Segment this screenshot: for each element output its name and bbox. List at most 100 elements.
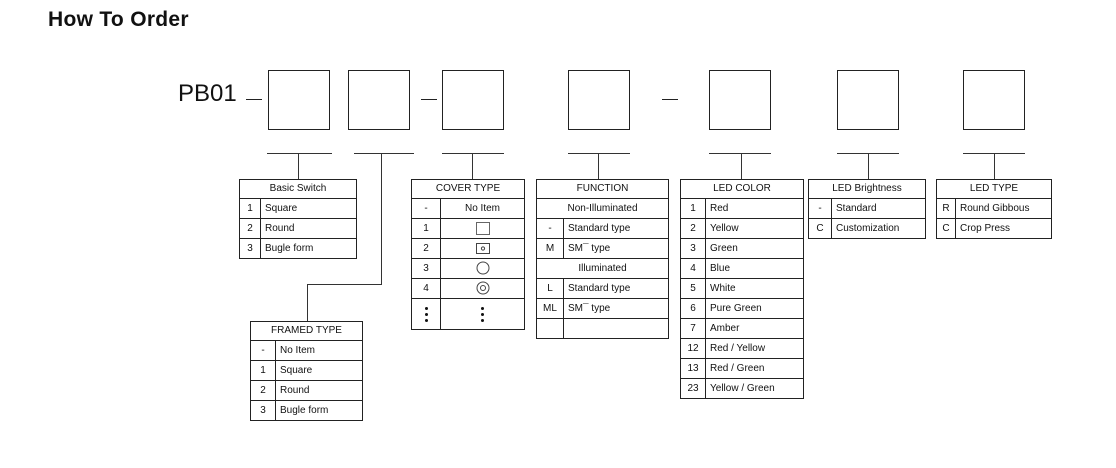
code-box-led-brightness — [837, 70, 899, 130]
option-code: 13 — [680, 358, 706, 379]
option-code: 3 — [239, 238, 261, 259]
led-color-header: LED COLOR — [680, 179, 804, 199]
bracket-function — [568, 153, 630, 154]
connector-led-color — [741, 153, 742, 180]
option-code: 3 — [680, 238, 706, 259]
option-label: Bugle form — [260, 238, 357, 259]
connector-framed-type-b — [307, 284, 382, 285]
vertical-ellipsis-icon — [481, 304, 485, 325]
section-title-illuminated: Illuminated — [536, 258, 669, 279]
option-code: C — [936, 218, 956, 239]
round-cover-icon — [476, 261, 489, 275]
option-label: Round — [260, 218, 357, 239]
option-label: Green — [705, 238, 804, 259]
option-label: Crop Press — [955, 218, 1052, 239]
option-label: Customization — [831, 218, 926, 239]
connector-basic-switch — [298, 153, 299, 180]
option-label: Round Gibbous — [955, 198, 1052, 219]
option-code: 7 — [680, 318, 706, 339]
table-row: -No Item — [411, 198, 525, 219]
option-label: Yellow / Green — [705, 378, 804, 399]
cover-type-table: COVER TYPE -No Item 1 2 3 4 — [411, 179, 525, 330]
led-type-header: LED TYPE — [936, 179, 1052, 199]
option-label: White — [705, 278, 804, 299]
table-row: -Standard — [808, 198, 926, 219]
option-label: Square — [275, 360, 363, 381]
dash-separator-1 — [421, 99, 437, 100]
option-code: 1 — [411, 218, 441, 239]
option-code: L — [536, 278, 564, 299]
option-code: 2 — [411, 238, 441, 259]
table-row: 3 — [411, 258, 525, 279]
table-row: 4 — [411, 278, 525, 299]
option-code: 23 — [680, 378, 706, 399]
connector-led-brightness — [868, 153, 869, 180]
basic-switch-header: Basic Switch — [239, 179, 357, 199]
option-code: - — [250, 340, 276, 361]
option-label: Standard — [831, 198, 926, 219]
section-row: Illuminated — [536, 258, 669, 279]
option-code: 1 — [680, 198, 706, 219]
dash-separator-2 — [662, 99, 678, 100]
code-box-function — [568, 70, 630, 130]
option-code: 6 — [680, 298, 706, 319]
option-code: - — [536, 218, 564, 239]
option-code: 1 — [250, 360, 276, 381]
option-code: 5 — [680, 278, 706, 299]
option-code: 1 — [239, 198, 261, 219]
table-row: 1 — [411, 218, 525, 239]
table-row: -Standard type — [536, 218, 669, 239]
function-table: FUNCTION Non-Illuminated -Standard type … — [536, 179, 669, 339]
code-box-basic-switch — [268, 70, 330, 130]
code-box-led-color — [709, 70, 771, 130]
option-code: - — [808, 198, 832, 219]
option-code: 2 — [239, 218, 261, 239]
vertical-ellipsis-icon — [424, 304, 428, 325]
page-title: How To Order — [48, 8, 189, 31]
connector-framed-type-c — [307, 284, 308, 322]
option-code: ML — [536, 298, 564, 319]
dash-prefix — [246, 99, 262, 100]
table-row — [411, 298, 525, 330]
option-code: R — [936, 198, 956, 219]
option-label: Standard type — [563, 218, 669, 239]
option-code: 12 — [680, 338, 706, 359]
code-box-led-type — [963, 70, 1025, 130]
option-label: Blue — [705, 258, 804, 279]
cover-type-header: COVER TYPE — [411, 179, 525, 199]
option-code: 4 — [411, 278, 441, 299]
bracket-framed-type — [354, 153, 414, 154]
connector-cover-type — [472, 153, 473, 180]
option-code: 3 — [411, 258, 441, 279]
bracket-led-color — [709, 153, 771, 154]
option-label: No Item — [275, 340, 363, 361]
option-code: M — [536, 238, 564, 259]
option-code: 3 — [250, 400, 276, 421]
square-cover-icon — [475, 221, 490, 235]
connector-led-type — [994, 153, 995, 180]
option-label: Pure Green — [705, 298, 804, 319]
led-brightness-header: LED Brightness — [808, 179, 926, 199]
option-code: 4 — [680, 258, 706, 279]
model-prefix: PB01 — [178, 80, 237, 107]
option-label: SM¯ type — [563, 298, 669, 319]
